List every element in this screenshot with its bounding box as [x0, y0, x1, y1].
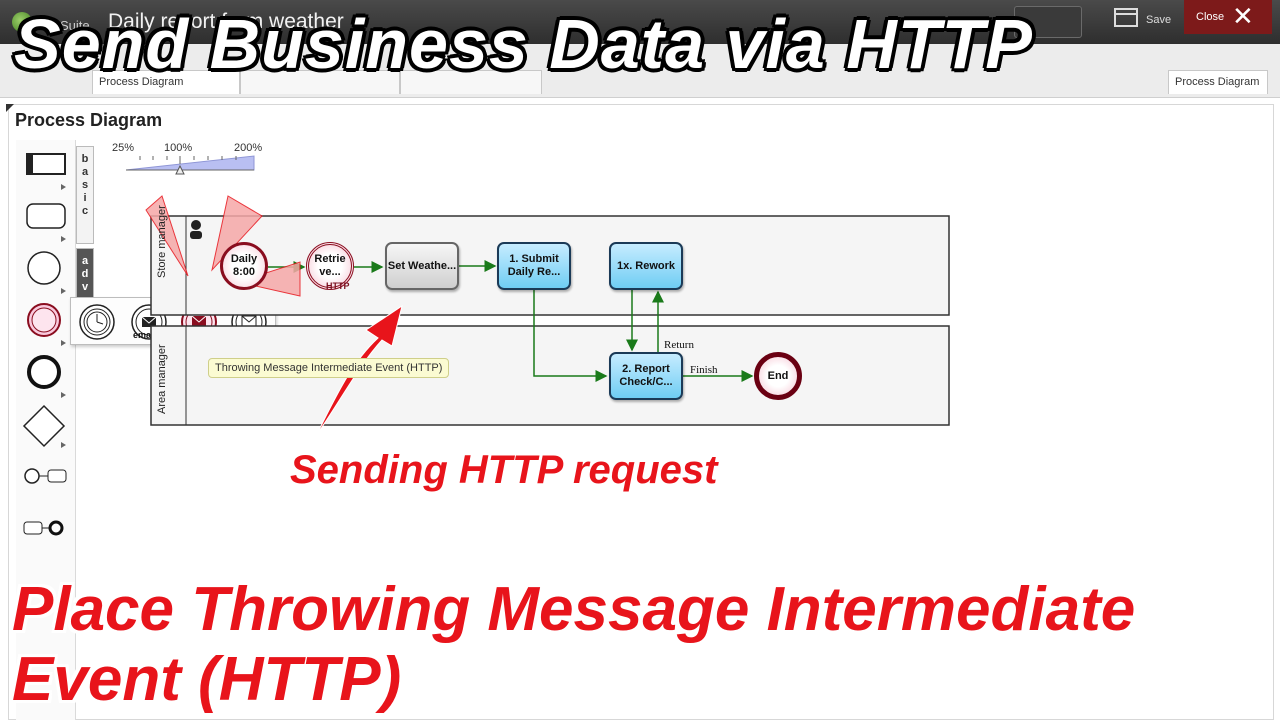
palette-subprocess[interactable] [22, 198, 72, 248]
overlay-caption: Sending HTTP request [290, 448, 718, 492]
save-label: Save [1146, 14, 1172, 26]
task-rework[interactable]: 1x. Rework [609, 242, 683, 290]
expand-icon [61, 288, 66, 294]
save-button[interactable] [1014, 6, 1082, 38]
end-event[interactable]: End [754, 352, 802, 400]
http-throw-option-label: HTTP [185, 331, 209, 341]
zoom-mid-label: 100% [164, 142, 193, 154]
tab-tertiary[interactable] [400, 70, 542, 94]
palette-start-with-message[interactable] [22, 458, 72, 508]
palette-intermediate-event[interactable] [22, 302, 72, 352]
close-label: Close [1196, 11, 1225, 23]
lane-label-store-manager: Store manager [156, 205, 168, 278]
expand-icon [61, 340, 66, 346]
app-logo: Suite [8, 8, 100, 36]
flow-label-finish: Finish [690, 364, 718, 376]
lane-label-area-manager: Area manager [156, 344, 168, 414]
expand-icon [61, 392, 66, 398]
expand-icon [61, 236, 66, 242]
tab-process-diagram-right[interactable]: Process Diagram [1168, 70, 1268, 94]
panel-title: Process Diagram [15, 110, 163, 130]
email-event-option[interactable]: email [129, 302, 169, 342]
expand-icon [61, 442, 66, 448]
tab-process-diagram[interactable]: Process Diagram [92, 70, 240, 94]
task-set-weather[interactable]: Set Weathe... [385, 242, 459, 290]
zoom-slider[interactable] [126, 154, 256, 176]
http-catch-event-option[interactable]: HTTP [229, 302, 269, 342]
palette-end-event[interactable] [22, 354, 72, 404]
task-report-check[interactable]: 2. Report Check/C... [609, 352, 683, 400]
overlay-bottom-line-1: Place Throwing Message Intermediate [12, 575, 1136, 644]
overlay-bottom-line-2: Event (HTTP) [12, 645, 402, 714]
tab-secondary[interactable] [240, 70, 400, 94]
window-title: Daily report from weather [108, 10, 344, 33]
zoom-max-label: 200% [234, 142, 263, 154]
retrieve-http-tag: HTTP [326, 281, 350, 291]
http-catch-option-label: HTTP [235, 331, 259, 341]
palette-task[interactable] [22, 146, 72, 196]
logo-mark-icon [12, 12, 32, 32]
palette-end-with-message[interactable] [22, 510, 72, 560]
task-submit-daily-report[interactable]: 1. Submit Daily Re... [497, 242, 571, 290]
window-icon[interactable] [1112, 6, 1140, 32]
start-event-daily[interactable]: Daily 8:00 [220, 242, 268, 290]
palette-gateway[interactable] [22, 404, 72, 454]
zoom-thumb[interactable] [175, 164, 185, 175]
expand-icon [61, 184, 66, 190]
app-header: Suite Daily report from weather Save Clo… [0, 0, 1280, 44]
http-throw-event-option[interactable]: HTTP [179, 302, 219, 342]
element-tooltip: Throwing Message Intermediate Event (HTT… [208, 358, 450, 378]
logo-text: Suite [60, 18, 90, 33]
overlay-title: Send Business Data via HTTP [14, 5, 1033, 83]
close-icon: ✕ [1232, 1, 1254, 31]
intermediate-event-retrieve[interactable]: Retrie ve... [306, 242, 354, 290]
panel-collapse-icon[interactable] [6, 104, 14, 112]
event-type-flyout: email HTTP HTTP [70, 297, 276, 345]
palette-start-event[interactable] [22, 250, 72, 300]
flow-label-return: Return [664, 339, 694, 351]
shape-palette [16, 140, 76, 720]
zoom-min-label: 25% [112, 142, 135, 154]
email-option-label: email [133, 330, 157, 340]
timer-event-option[interactable] [77, 302, 117, 342]
close-button[interactable]: Close ✕ [1184, 0, 1272, 34]
